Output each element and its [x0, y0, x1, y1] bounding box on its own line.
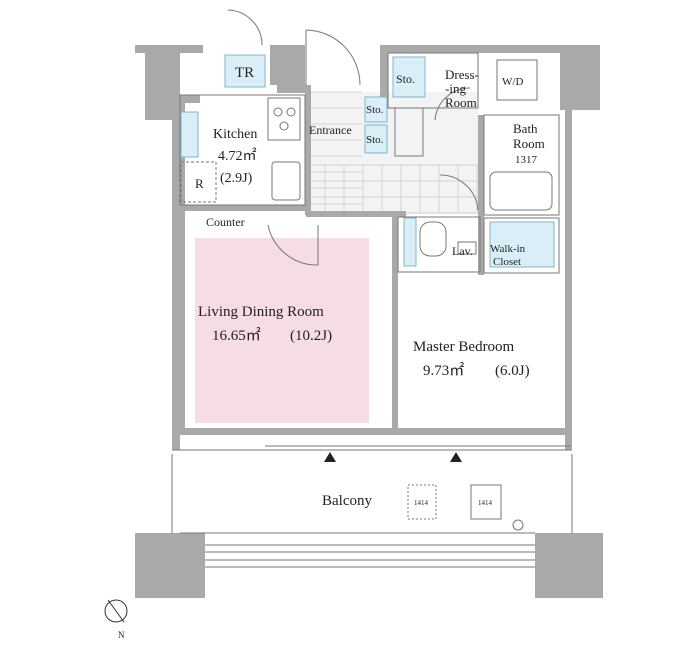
toilet: [419, 221, 447, 257]
storage-box-1: [392, 56, 426, 98]
vanity: [394, 107, 424, 157]
master-label: Master Bedroom: [413, 339, 515, 355]
storage-box-3: [364, 124, 388, 154]
entrance-label: Entrance: [309, 123, 352, 137]
living-jo: (10.2J): [290, 328, 332, 344]
lav-sink: [457, 241, 477, 255]
unit-label-1: 1414: [414, 499, 429, 507]
bath-line1: Bath: [513, 121, 538, 136]
walkin-closet-box: [489, 221, 555, 268]
kitchen-cabinet: [180, 111, 199, 158]
kitchen-jo: (2.9J): [220, 171, 253, 186]
unit-label-2: 1414: [478, 499, 493, 507]
fixtures: [180, 54, 555, 531]
counter-label: Counter: [206, 215, 245, 229]
interior-lines: [171, 9, 573, 568]
drain: [512, 519, 524, 531]
storage-label-1: Sto.: [396, 72, 415, 86]
dressing-line2: -ing: [445, 81, 466, 96]
compass-label: N: [118, 630, 125, 640]
washer-dryer-label: W/D: [502, 76, 523, 88]
master-area: 9.73㎡: [423, 362, 464, 379]
lav-storage: [403, 217, 417, 267]
storage-label-3: Sto.: [366, 134, 384, 146]
refrigerator-label: R: [195, 176, 204, 191]
bath-line2: Room: [513, 136, 545, 151]
kitchen-label: Kitchen: [213, 127, 257, 142]
dressing-line1: Dress-: [445, 67, 479, 82]
refrigerator-box: [180, 161, 217, 203]
window-markers: [324, 452, 462, 462]
compass-icon: [104, 599, 128, 623]
unit-box-2: [470, 484, 502, 520]
storage-label-2: Sto.: [366, 104, 384, 116]
living-room-highlight: [195, 238, 369, 423]
storage-box-2: [364, 96, 388, 123]
bathtub: [489, 171, 553, 211]
bath-line3: 1317: [515, 154, 538, 166]
kitchen-area: 4.72㎡: [218, 148, 257, 164]
balcony-label: Balcony: [322, 493, 372, 509]
sink: [271, 161, 301, 201]
master-jo: (6.0J): [495, 363, 530, 379]
living-area: 16.65㎡: [212, 327, 261, 344]
tr-box: [224, 54, 266, 88]
entrance-tiles: [305, 91, 478, 214]
walkin-line2: Closet: [493, 256, 521, 268]
walkin-line1: Walk-in: [490, 243, 526, 255]
stove: [267, 97, 301, 141]
tr-label: TR: [235, 65, 254, 81]
washer-box: [496, 59, 538, 101]
living-label: Living Dining Room: [198, 304, 324, 320]
dressing-line3: Room: [445, 95, 477, 110]
unit-box-1: [407, 484, 437, 520]
lavatory-label: Lav.: [452, 244, 473, 258]
